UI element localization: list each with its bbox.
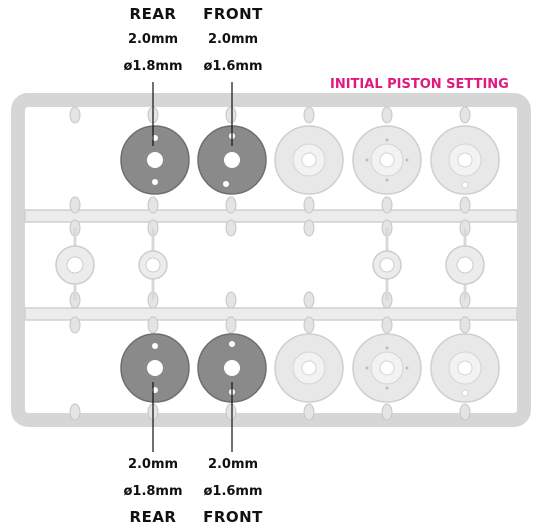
top-front-title: FRONT — [203, 5, 263, 23]
bottom-rear-hole: ø1.8mm — [123, 484, 183, 499]
top-rear-title: REAR — [129, 5, 177, 23]
gate-nub — [303, 219, 315, 237]
gate-nub — [69, 316, 81, 334]
leader-lines — [152, 82, 233, 452]
gate-nub — [459, 316, 471, 334]
gate-nub — [303, 196, 315, 214]
top-front-size: 2.0mm — [207, 32, 259, 47]
initial-piston-setting-label: INITIAL PISTON SETTING — [330, 77, 509, 92]
gate-nub — [225, 291, 237, 309]
gate-nub — [381, 316, 393, 334]
top-front-hole: ø1.6mm — [203, 59, 263, 74]
gate-nub — [381, 403, 393, 421]
pistons-bottom-row — [120, 333, 500, 403]
gate-nub — [225, 403, 237, 421]
sprue-outer-frame — [11, 93, 531, 427]
middle-row — [55, 228, 485, 300]
gate-nub — [381, 106, 393, 124]
sprue-runner-bottom — [24, 307, 518, 321]
gate-nub — [303, 403, 315, 421]
gate-nub — [303, 316, 315, 334]
gate-nub — [381, 196, 393, 214]
top-rear-hole: ø1.8mm — [123, 59, 183, 74]
gate-nub — [225, 219, 237, 237]
gate-nub — [303, 106, 315, 124]
top-rear-size: 2.0mm — [127, 32, 179, 47]
gate-nub — [147, 316, 159, 334]
gate-nub — [225, 316, 237, 334]
sprue-runner-top — [24, 209, 518, 223]
gate-nub — [225, 106, 237, 124]
gate-nub — [459, 403, 471, 421]
gate-nub — [459, 196, 471, 214]
bottom-rear-title: REAR — [129, 508, 177, 526]
gate-nub — [303, 291, 315, 309]
bottom-front-size: 2.0mm — [207, 457, 259, 472]
bottom-front-hole: ø1.6mm — [203, 484, 263, 499]
gates-top-row — [69, 106, 471, 421]
gate-nub — [69, 403, 81, 421]
bottom-rear-size: 2.0mm — [127, 457, 179, 472]
gate-nub — [225, 196, 237, 214]
gate-nub — [147, 196, 159, 214]
pistons-top-row — [120, 125, 500, 195]
bottom-front-title: FRONT — [203, 508, 263, 526]
gate-nub — [69, 196, 81, 214]
sprue-frame — [11, 93, 531, 427]
gate-nub — [459, 106, 471, 124]
gate-nub — [69, 106, 81, 124]
